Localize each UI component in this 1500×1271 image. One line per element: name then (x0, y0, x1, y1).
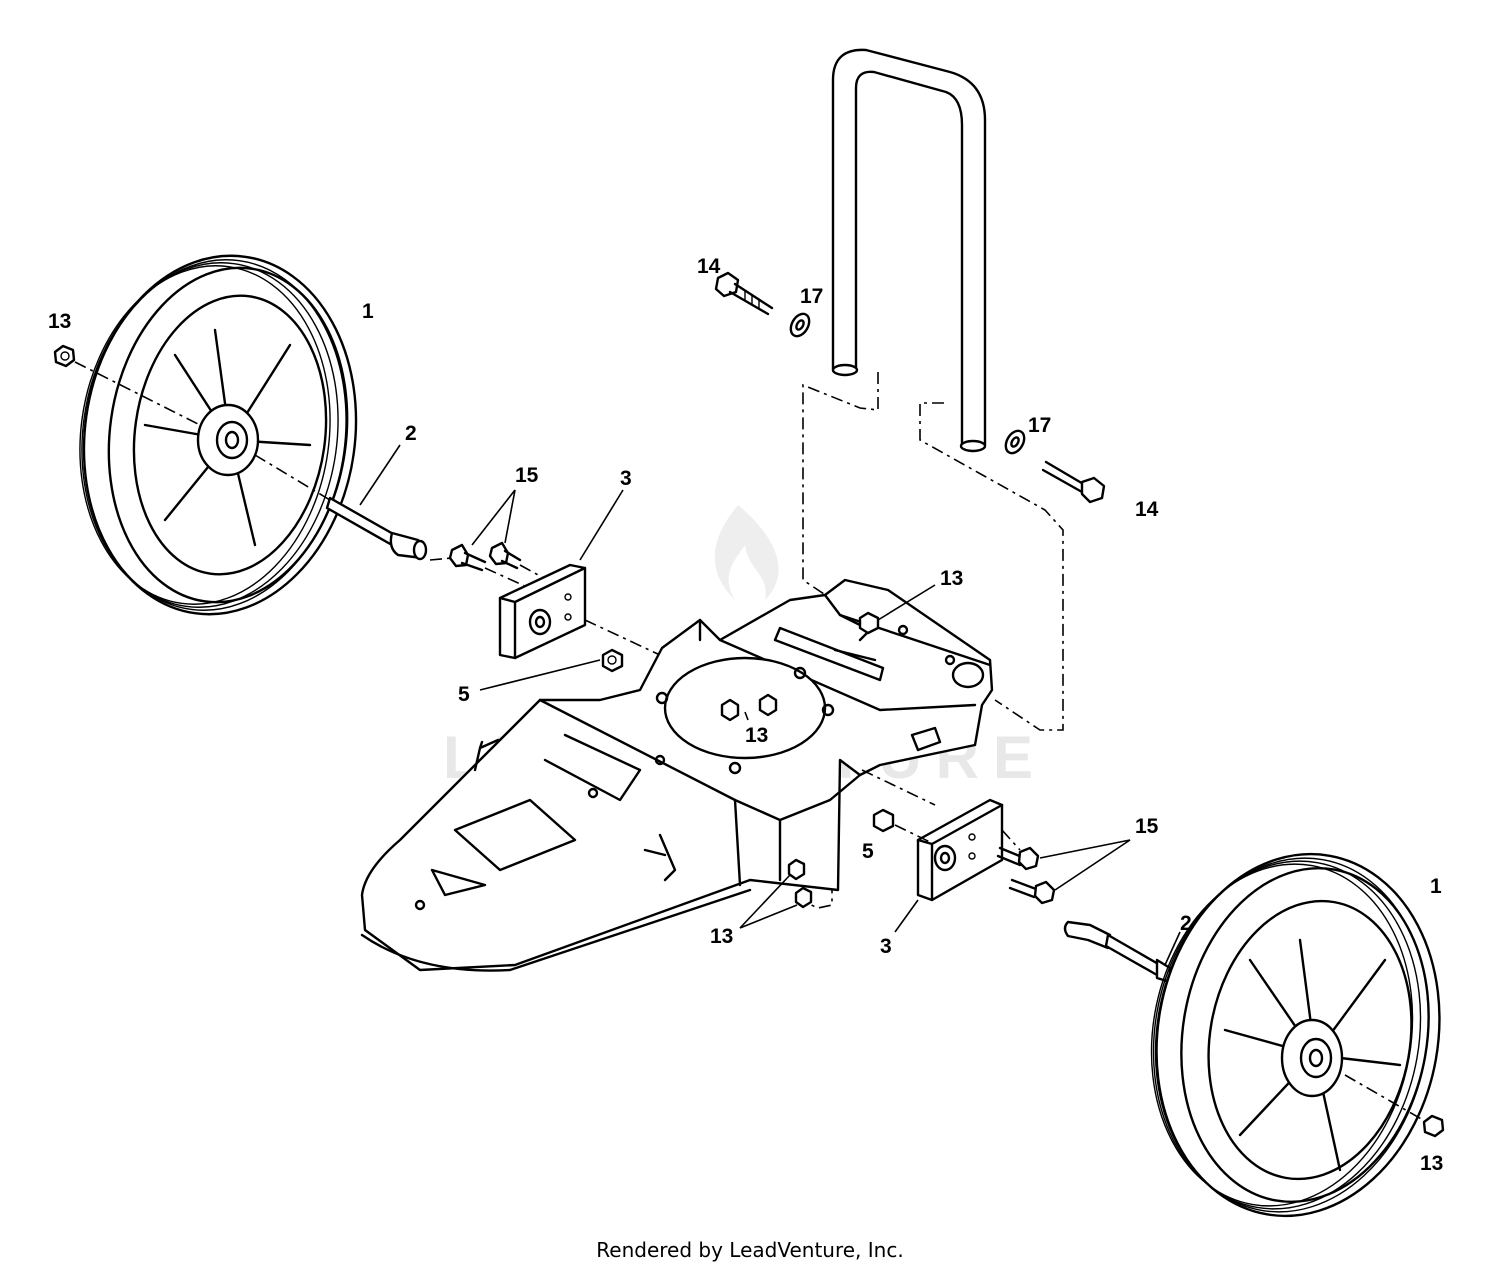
washer-17-left (789, 312, 811, 338)
callout-5-right: 5 (862, 840, 874, 863)
callout-13-right-wheel: 13 (1420, 1152, 1443, 1175)
callout-14-right: 14 (1135, 498, 1159, 521)
nut-13-handle-mount (858, 611, 880, 635)
callout-2-left: 2 (405, 422, 417, 445)
nut-13-left-wheel (53, 344, 76, 368)
callout-13-left-wheel: 13 (48, 310, 71, 333)
leader-lines (359, 444, 1181, 966)
callout-15-left: 15 (515, 464, 539, 487)
nut-13-deck-center (720, 693, 778, 722)
callout-1-right: 1 (1430, 875, 1442, 898)
handle-alignment-left (802, 372, 879, 599)
callout-13-handle-mount: 13 (940, 567, 963, 590)
bolts-15-right (996, 829, 1056, 905)
bolt-14-top (714, 271, 774, 316)
callout-13-deck-center: 13 (745, 724, 768, 747)
callout-17-left: 17 (800, 285, 823, 308)
right-wheel (1150, 852, 1441, 1218)
bolt-14-right (1041, 460, 1106, 504)
washer-17-right (1004, 429, 1026, 455)
axle-left (254, 454, 428, 561)
trimmer-deck (360, 578, 994, 972)
nut-5-left (601, 648, 624, 673)
nut-5-right (872, 808, 895, 833)
handle-alignment-right (919, 402, 1064, 731)
footer-credit: Rendered by LeadVenture, Inc. (596, 1238, 904, 1262)
callout-2-right: 2 (1180, 912, 1192, 935)
callout-14-top: 14 (697, 255, 721, 278)
handle (831, 48, 987, 453)
callout-3-left: 3 (620, 467, 632, 490)
callout-3-right: 3 (880, 935, 892, 958)
callout-labels: 1 1 2 2 3 3 5 5 13 13 13 13 13 14 14 15 … (48, 255, 1443, 1175)
left-wheel (79, 254, 358, 616)
flame-watermark-icon (714, 505, 779, 600)
nut-13-right-wheel (1422, 1114, 1445, 1138)
bracket-right (916, 798, 1004, 902)
bracket-left (498, 563, 587, 660)
callout-15-right: 15 (1135, 815, 1159, 838)
callout-17-right: 17 (1028, 414, 1051, 437)
callout-1-left: 1 (362, 300, 374, 323)
callout-13-bottom: 13 (710, 925, 733, 948)
callout-5-left: 5 (458, 683, 470, 706)
nut-13-bottom (787, 858, 813, 909)
